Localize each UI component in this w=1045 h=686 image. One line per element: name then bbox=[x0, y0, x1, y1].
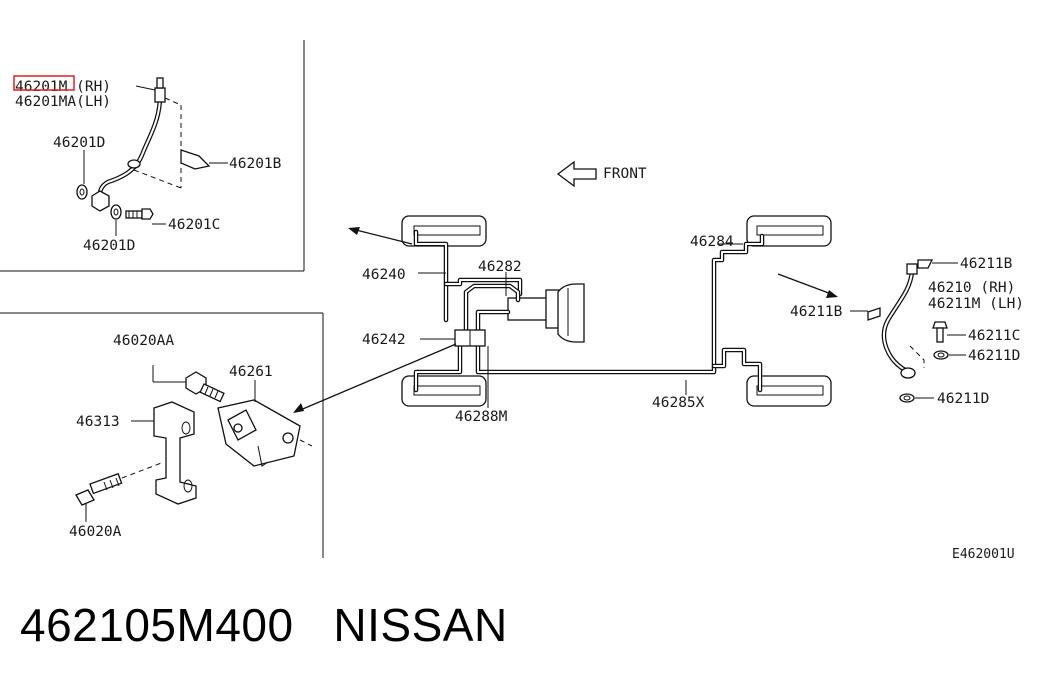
bracket-46313 bbox=[131, 401, 197, 505]
bolt-46201c bbox=[125, 208, 154, 220]
label-46284: 46284 bbox=[690, 234, 734, 250]
label-46211b-top: 46211B bbox=[960, 256, 1013, 272]
brake-master-cylinder bbox=[507, 283, 585, 343]
label-46211b-left: 46211B bbox=[790, 304, 843, 320]
bolt-46020a bbox=[75, 461, 165, 522]
bolt-46020aa bbox=[152, 365, 225, 403]
label-46240: 46240 bbox=[362, 267, 406, 283]
label-46210-rh: 46210 (RH) bbox=[928, 280, 1015, 296]
label-46201b: 46201B bbox=[229, 156, 282, 172]
pointer-arrow-front bbox=[348, 227, 413, 245]
front-right-wheel bbox=[746, 215, 832, 247]
rear-right-wheel bbox=[746, 375, 832, 407]
diagram-code: E462001U bbox=[952, 547, 1015, 562]
label-46211c: 46211C bbox=[968, 328, 1020, 344]
label-46313: 46313 bbox=[76, 414, 120, 430]
bolt-46211c bbox=[932, 321, 966, 343]
junction-block bbox=[454, 329, 486, 347]
inset-frame-top-left bbox=[0, 40, 305, 272]
front-arrow-icon bbox=[556, 160, 597, 188]
front-left-wheel bbox=[401, 215, 487, 247]
bracket-46261 bbox=[217, 380, 313, 467]
part-caption: 462105M400 NISSAN bbox=[20, 598, 508, 652]
label-46020aa: 46020AA bbox=[113, 333, 174, 349]
label-46201d-lower: 46201D bbox=[83, 238, 135, 254]
washer-46201d-lower bbox=[110, 204, 122, 220]
label-46020a: 46020A bbox=[69, 524, 122, 540]
brake-pipe-network bbox=[413, 229, 765, 393]
label-46201m-rh: 46201M (RH) bbox=[15, 79, 111, 95]
rear-brake-hose-assembly bbox=[850, 259, 958, 379]
label-46211m-lh: 46211M (LH) bbox=[928, 296, 1024, 312]
caption-part-number: 462105M400 bbox=[20, 599, 294, 651]
leaders-center bbox=[418, 243, 743, 408]
label-46201d-upper: 46201D bbox=[53, 135, 105, 151]
caption-brand: NISSAN bbox=[333, 599, 508, 651]
label-46282: 46282 bbox=[478, 259, 522, 275]
label-46242: 46242 bbox=[362, 332, 406, 348]
washer-46201d-upper bbox=[76, 184, 88, 200]
washer-46211d-upper bbox=[933, 350, 966, 360]
label-46288m: 46288M bbox=[455, 409, 508, 425]
highlight-box-46201m bbox=[13, 75, 75, 91]
leaders-top-left bbox=[83, 85, 228, 236]
pointer-arrow-rear bbox=[777, 273, 838, 298]
label-46211d-lower: 46211D bbox=[937, 391, 989, 407]
washer-46211d-lower bbox=[899, 393, 934, 403]
label-front: FRONT bbox=[603, 166, 647, 182]
label-46211d-upper: 46211D bbox=[968, 348, 1020, 364]
label-46201ma-lh: 46201MA(LH) bbox=[15, 94, 111, 110]
front-brake-hose-assembly bbox=[91, 77, 211, 212]
label-46285x: 46285X bbox=[652, 395, 705, 411]
rear-left-wheel bbox=[401, 375, 487, 407]
inset-frame-bottom-left bbox=[0, 312, 324, 558]
pointer-arrow-bracket bbox=[293, 343, 457, 413]
label-46201c: 46201C bbox=[168, 217, 220, 233]
label-46261: 46261 bbox=[229, 364, 273, 380]
